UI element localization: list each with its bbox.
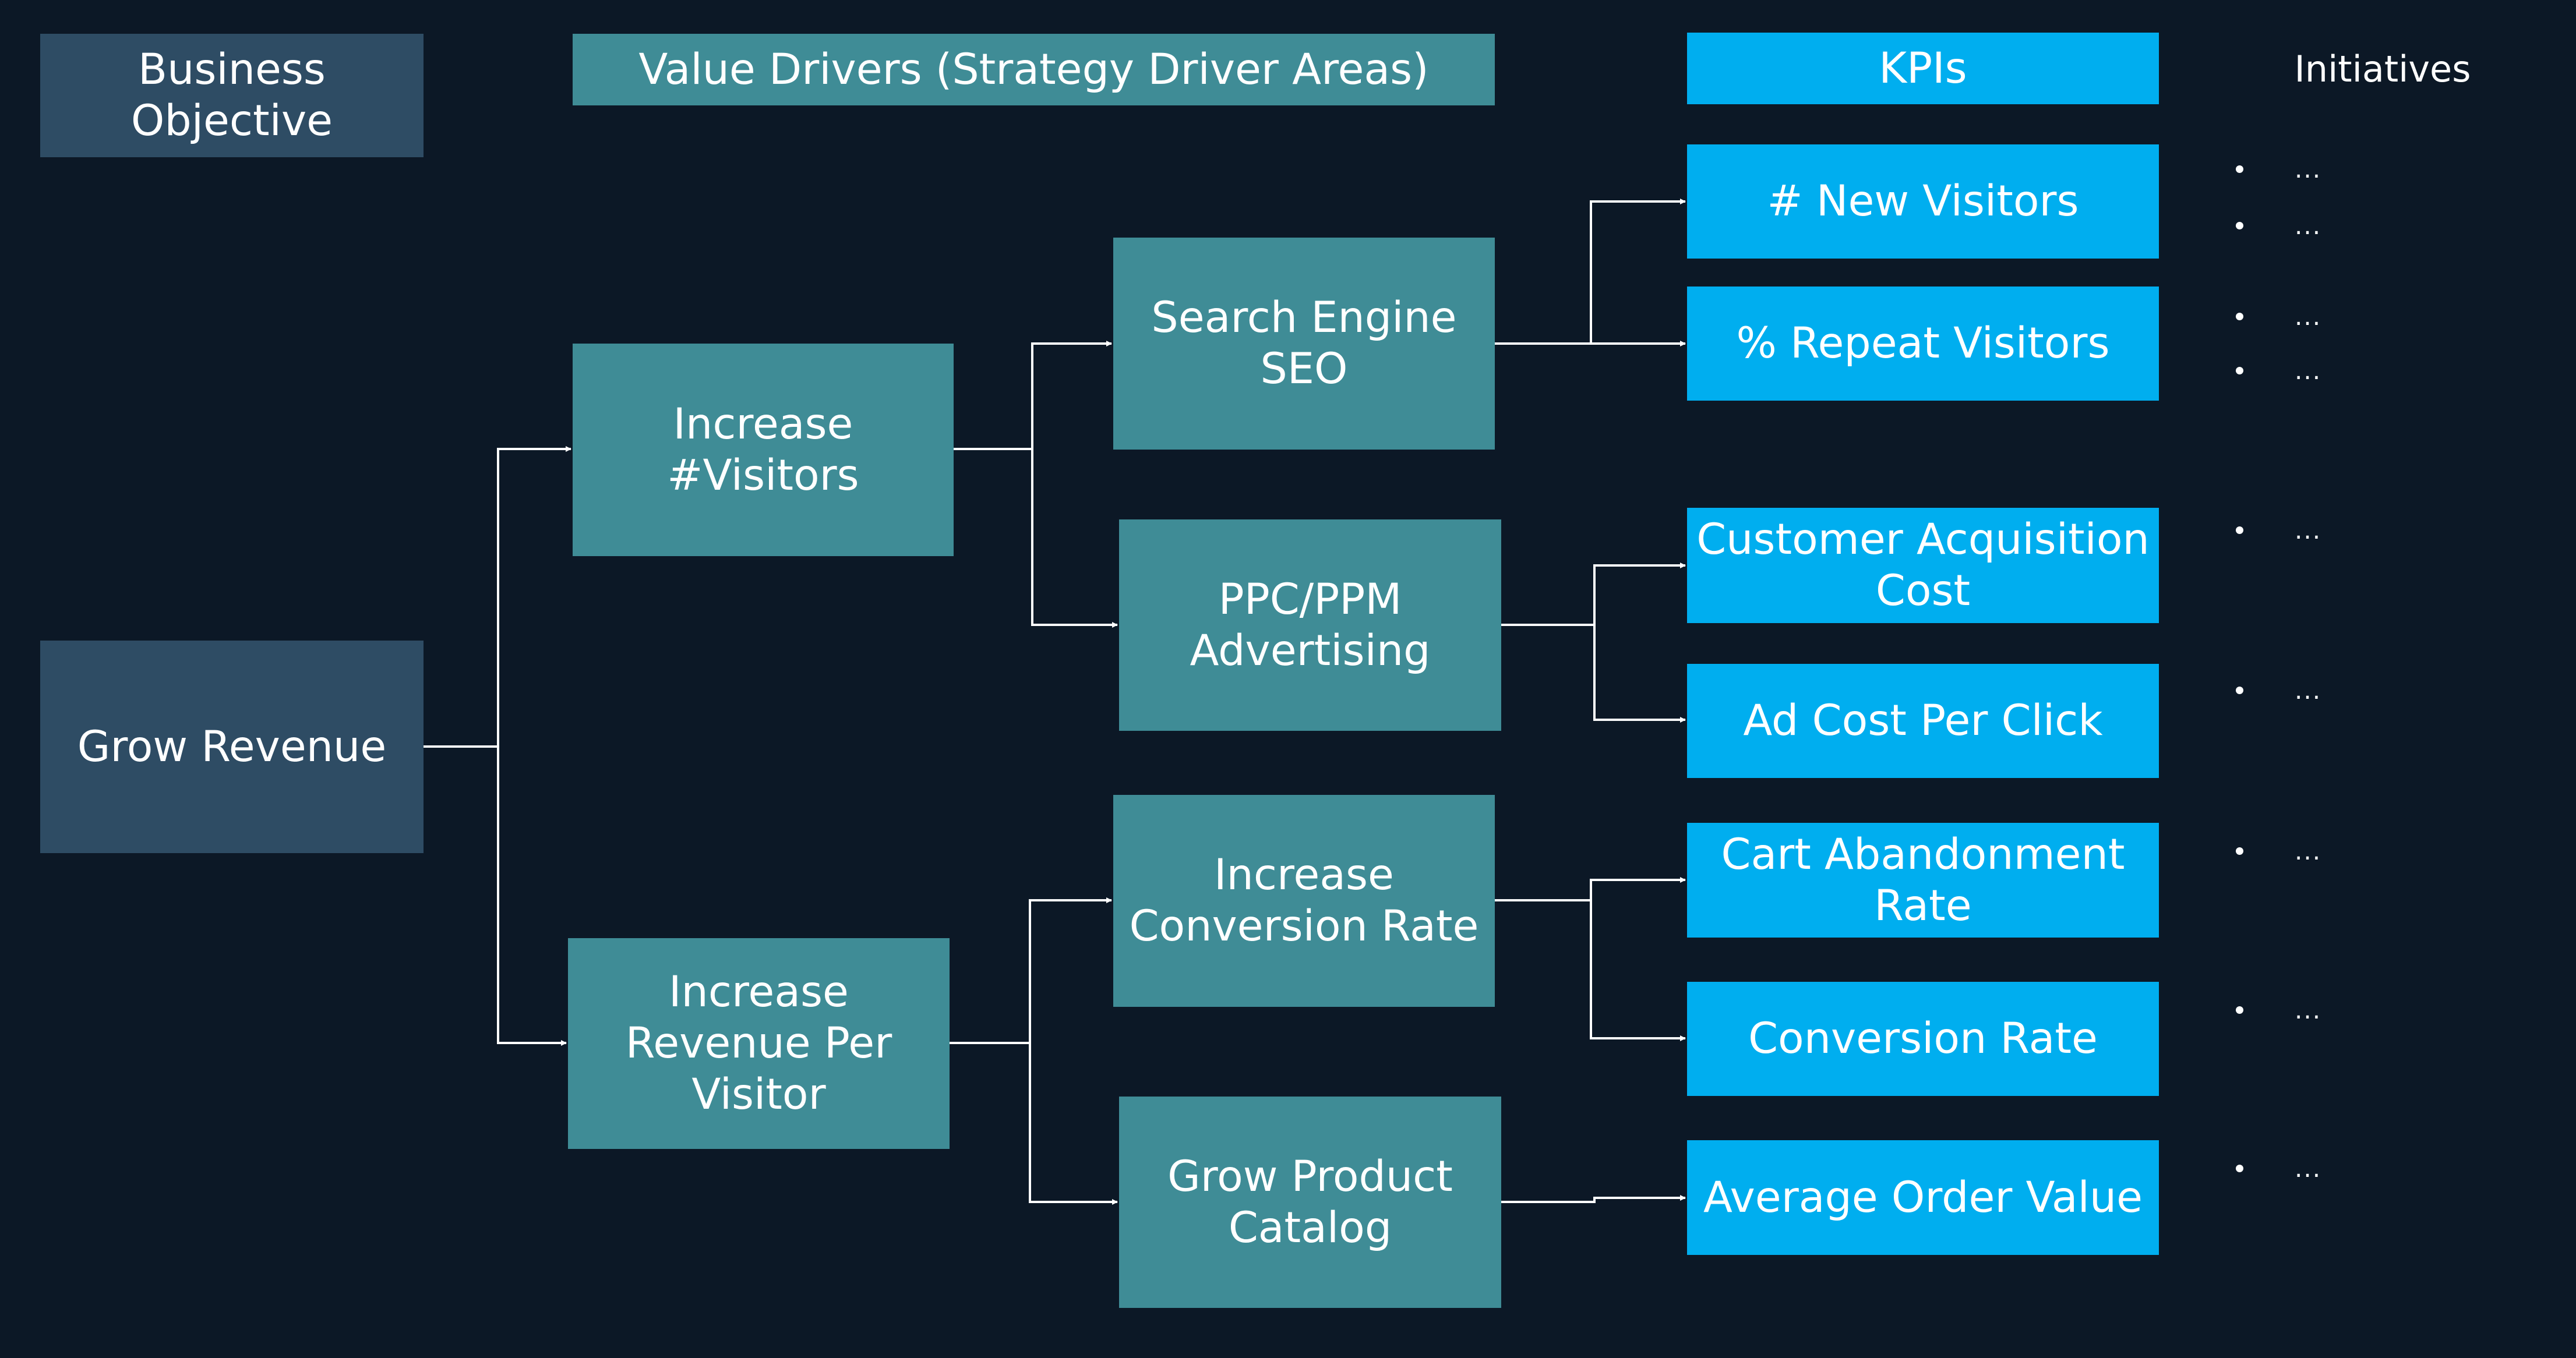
- connector-catalog-to-aov: [1501, 1195, 1686, 1203]
- kpi-average-order-value: Average Order Value: [1687, 1140, 2159, 1255]
- connector-objective-to-revenue-per-visitor: [497, 747, 567, 1046]
- header-initiatives: Initiatives: [2294, 48, 2471, 90]
- connector-seo-to-new-visitors: [1495, 199, 1686, 345]
- kpi-new-visitors: # New Visitors: [1687, 144, 2159, 259]
- kpi-repeat-visitors: % Repeat Visitors: [1687, 287, 2159, 401]
- bullet-icon: [2236, 1006, 2243, 1014]
- subdriver-grow-product-catalog: Grow Product Catalog: [1119, 1097, 1501, 1308]
- subdriver-search-engine-seo: Search Engine SEO: [1113, 238, 1495, 450]
- driver-increase-visitors: Increase #Visitors: [573, 344, 954, 556]
- kpi-customer-acquisition-cost: Customer Acquisition Cost: [1687, 508, 2159, 623]
- initiative-text: ...: [2295, 302, 2322, 331]
- connector-ppc-to-cpc: [1593, 625, 1686, 723]
- kpi-conversion-rate: Conversion Rate: [1687, 982, 2159, 1096]
- header-business-objective: Business Objective: [40, 34, 424, 157]
- connector-conversion-to-cart: [1495, 877, 1686, 901]
- initiative-text: ...: [2295, 356, 2322, 385]
- subdriver-ppc-ppm-advertising: PPC/PPM Advertising: [1119, 519, 1501, 731]
- connector-rpv-to-conversion: [950, 897, 1112, 1044]
- driver-increase-revenue-per-visitor: Increase Revenue Per Visitor: [568, 938, 950, 1149]
- initiative-text: ...: [2295, 211, 2322, 240]
- bullet-icon: [2236, 165, 2243, 173]
- header-value-drivers: Value Drivers (Strategy Driver Areas): [573, 34, 1495, 105]
- bullet-icon: [2236, 687, 2243, 694]
- initiative-text: ...: [2295, 676, 2322, 705]
- initiative-text: ...: [2295, 516, 2322, 544]
- connector-ppc-to-cac: [1501, 563, 1686, 626]
- kpi-ad-cost-per-click: Ad Cost Per Click: [1687, 664, 2159, 778]
- header-kpis: KPIs: [1687, 33, 2159, 104]
- connector-visitors-to-ppc: [1031, 449, 1118, 628]
- connector-rpv-to-catalog: [1029, 1043, 1118, 1205]
- connector-objective-to-visitors: [424, 446, 571, 748]
- connector-visitors-to-seo: [954, 341, 1112, 450]
- initiative-text: ...: [2295, 837, 2322, 865]
- kpi-cart-abandonment-rate: Cart Abandonment Rate: [1687, 823, 2159, 938]
- bullet-icon: [2236, 526, 2243, 534]
- initiative-text: ...: [2295, 1154, 2322, 1183]
- objective-grow-revenue: Grow Revenue: [40, 641, 424, 853]
- bullet-icon: [2236, 847, 2243, 855]
- initiative-text: ...: [2295, 996, 2322, 1024]
- bullet-icon: [2236, 367, 2243, 374]
- bullet-icon: [2236, 313, 2243, 320]
- subdriver-increase-conversion-rate: Increase Conversion Rate: [1113, 795, 1495, 1007]
- connector-conversion-to-conversion-rate: [1590, 900, 1686, 1041]
- bullet-icon: [2236, 1165, 2243, 1172]
- bullet-icon: [2236, 222, 2243, 229]
- initiative-text: ...: [2295, 155, 2322, 183]
